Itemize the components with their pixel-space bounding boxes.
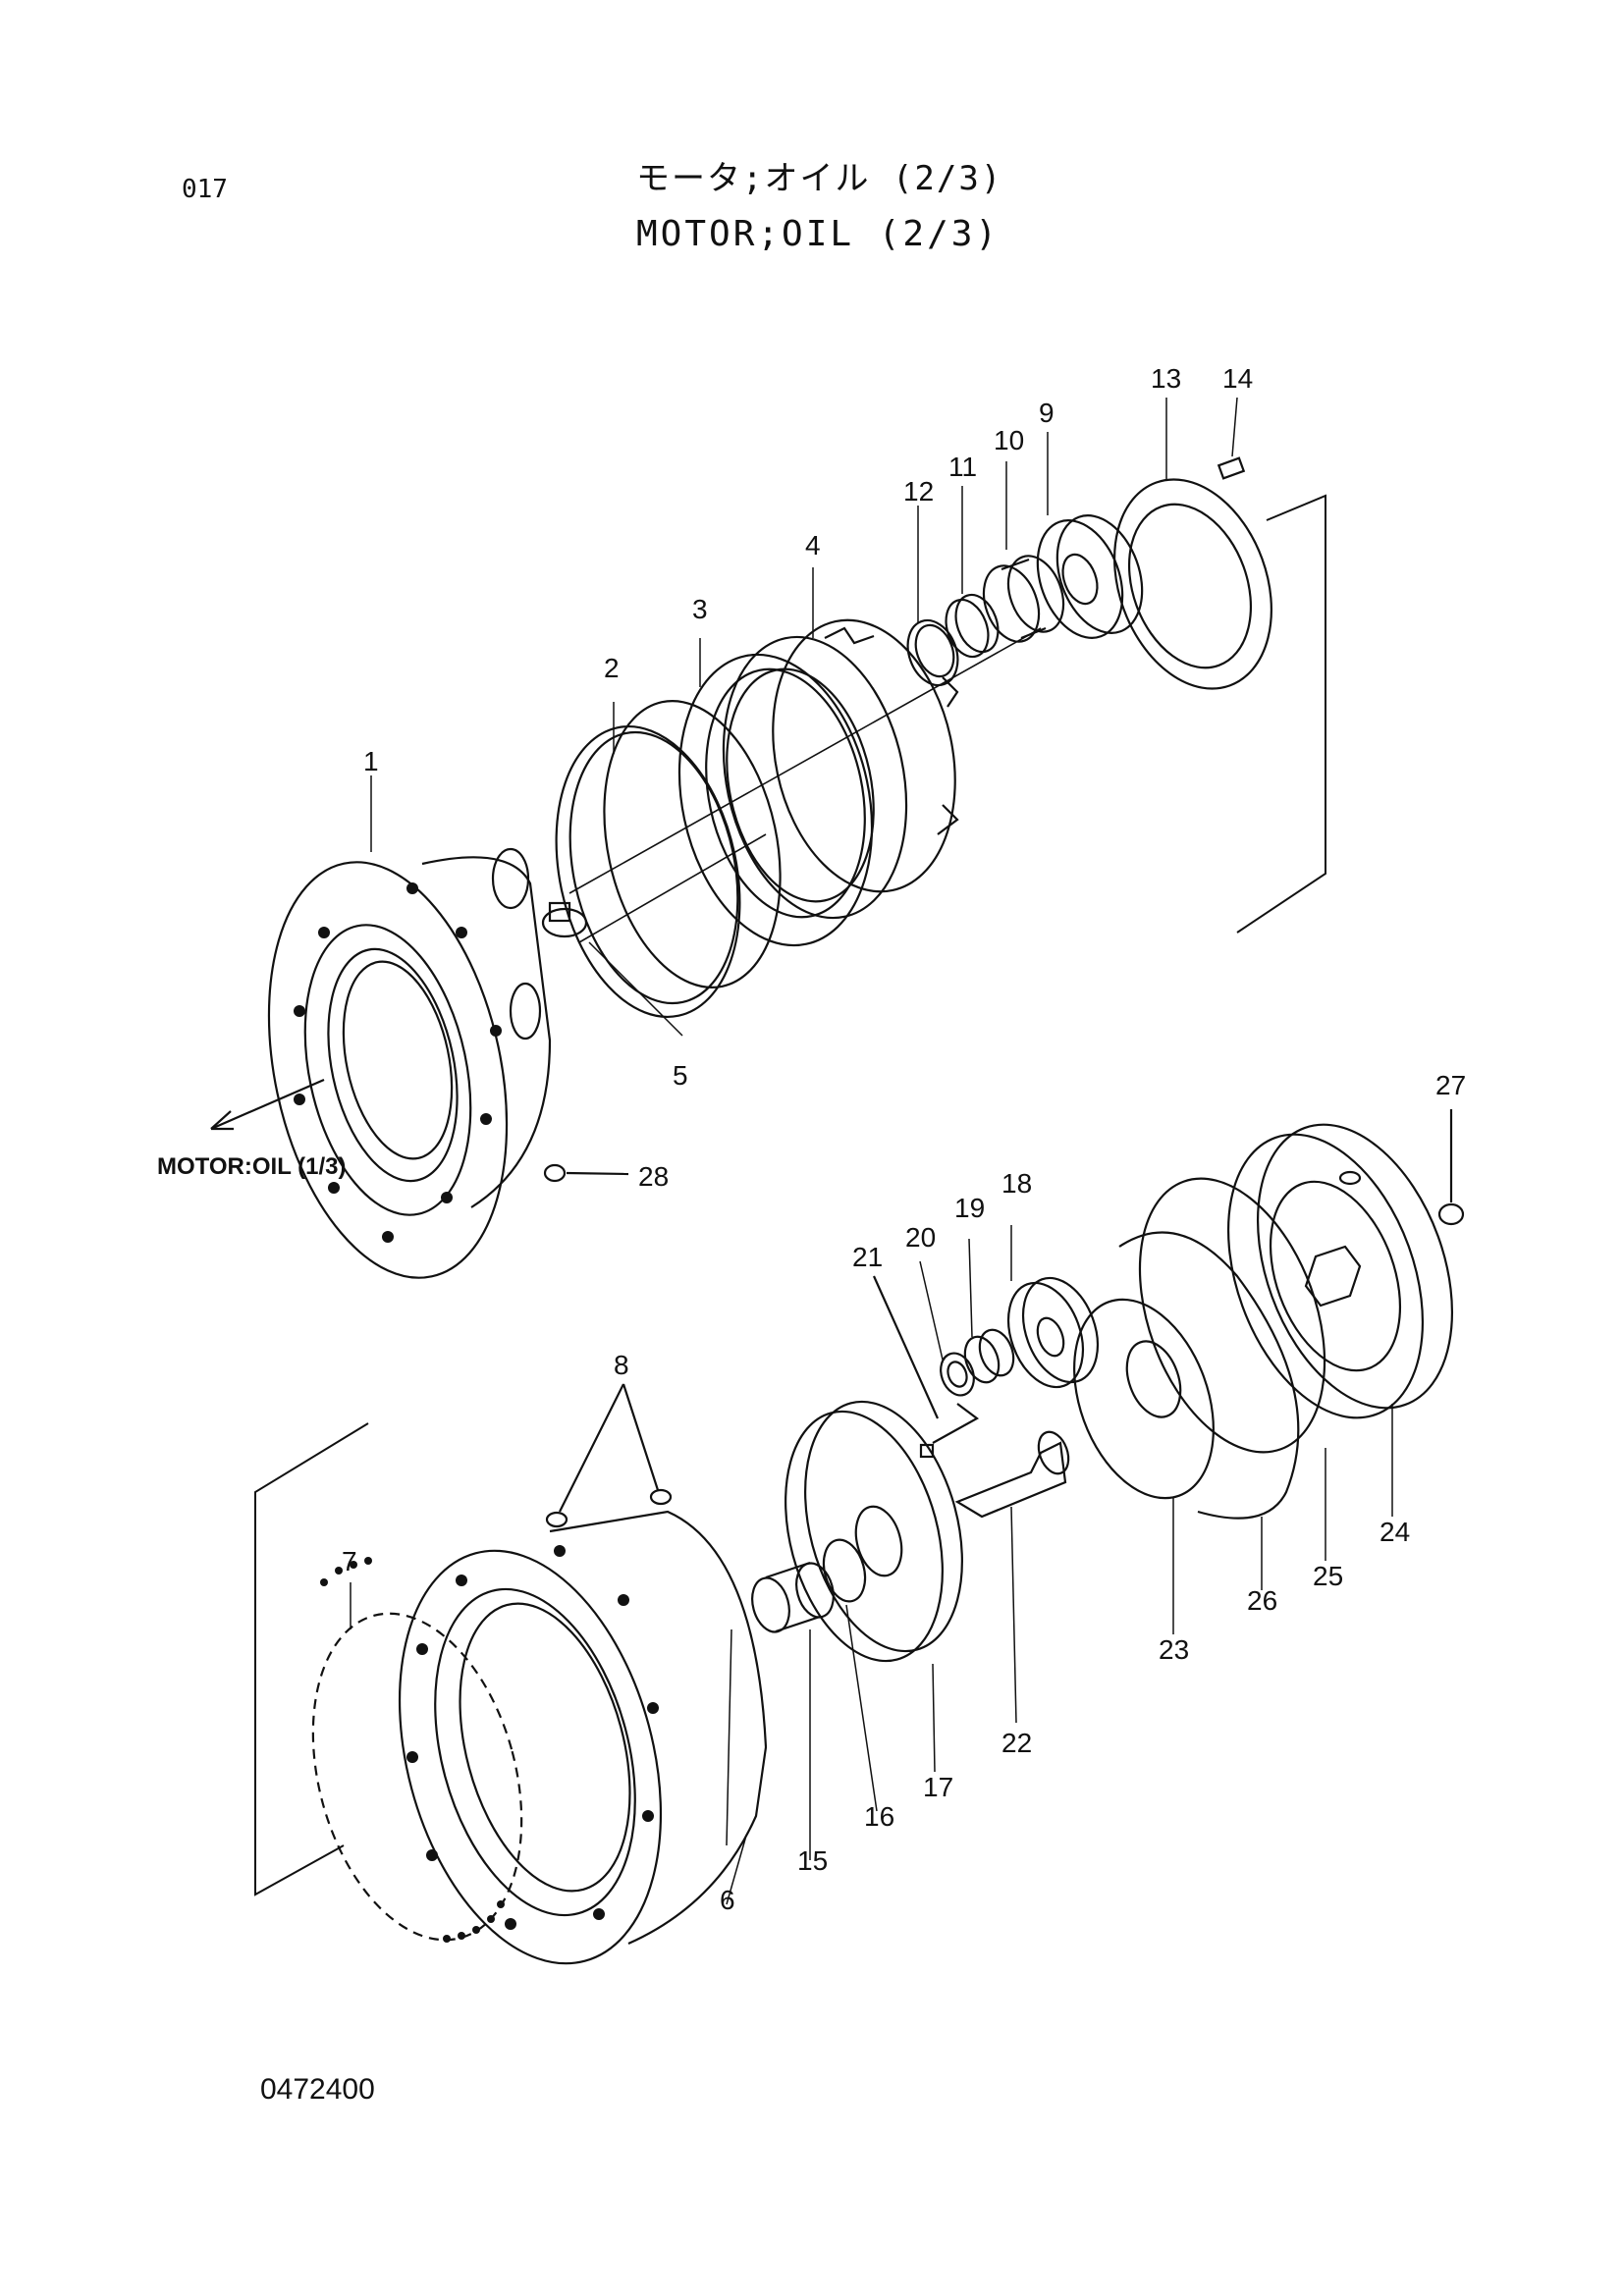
part-26-retaining-ring <box>1118 1231 1300 1520</box>
page-title-japanese: モータ;オイル (2/3) <box>636 159 1003 198</box>
callout-8: 8 <box>614 1350 629 1380</box>
callout-9: 9 <box>1039 398 1055 428</box>
callout-24: 24 <box>1380 1517 1410 1547</box>
part-7-ball-ring <box>311 1557 523 1943</box>
callout-2: 2 <box>604 653 620 683</box>
callout-7: 7 <box>342 1546 357 1576</box>
part-6-ring-gear-housing <box>398 1510 768 1965</box>
callout-19: 19 <box>954 1193 985 1223</box>
callout-20: 20 <box>905 1222 936 1253</box>
callout-28: 28 <box>638 1161 669 1192</box>
callout-4: 4 <box>805 530 821 561</box>
callout-3: 3 <box>692 594 708 624</box>
callout-14: 14 <box>1222 363 1253 394</box>
part-8-plugs <box>545 1383 673 1528</box>
part-20-bushing <box>940 1352 975 1397</box>
part-17-carrier <box>784 1400 963 1663</box>
part-2-ring <box>555 700 782 1019</box>
part-3-bearing <box>677 635 908 947</box>
part-16-snap-ring <box>822 1538 867 1603</box>
part-19-needle-bearing <box>963 1328 1015 1384</box>
part-18-planet-gear <box>1007 1276 1099 1389</box>
reference-label-motor-oil-1-3: MOTOR:OIL (1/3) <box>157 1153 347 1180</box>
part-27-plug <box>1437 1109 1465 1226</box>
part-24-cover <box>1226 1123 1454 1419</box>
callout-17: 17 <box>923 1772 953 1802</box>
callout-10: 10 <box>994 425 1024 455</box>
callout-25: 25 <box>1313 1561 1343 1591</box>
callout-18: 18 <box>1001 1168 1032 1199</box>
part-25-o-ring <box>1138 1177 1326 1454</box>
callout-12: 12 <box>903 476 934 507</box>
part-13-cover-plate <box>1113 478 1272 690</box>
callout-26: 26 <box>1247 1585 1277 1616</box>
callout-13: 13 <box>1151 363 1181 394</box>
reference-arrow <box>210 1078 325 1131</box>
part-23-thrust-plate <box>1073 1298 1215 1500</box>
page-code: 017 <box>182 175 228 204</box>
callout-6: 6 <box>720 1885 735 1915</box>
callout-15: 15 <box>797 1845 828 1876</box>
part-21-pin <box>872 1275 980 1459</box>
part-1-flange-housing <box>267 847 588 1279</box>
leader-lines <box>350 397 1393 1905</box>
callout-27: 27 <box>1435 1070 1466 1100</box>
part-11-spacer <box>945 593 1000 659</box>
callout-11: 11 <box>948 452 977 482</box>
part-4-sleeve <box>772 618 959 893</box>
part-14-screw <box>1217 456 1246 480</box>
callout-22: 22 <box>1001 1728 1032 1758</box>
part-10-needle-bearing <box>982 555 1065 643</box>
callout-16: 16 <box>864 1801 894 1832</box>
callout-5: 5 <box>673 1060 688 1091</box>
callout-23: 23 <box>1159 1634 1189 1665</box>
document-id: 0472400 <box>260 2073 375 2106</box>
callout-labels: 1 2 3 4 5 6 7 8 9 10 11 12 13 14 15 16 1… <box>342 363 1466 1915</box>
part-15-sun-gear <box>751 1561 835 1633</box>
part-28-plug <box>543 1163 629 1183</box>
part-9-gear <box>1036 514 1144 639</box>
part-22-shaft <box>954 1430 1070 1519</box>
callout-21: 21 <box>852 1242 883 1272</box>
page-title-english: MOTOR;OIL (2/3) <box>636 214 1001 254</box>
callout-1: 1 <box>363 746 379 776</box>
